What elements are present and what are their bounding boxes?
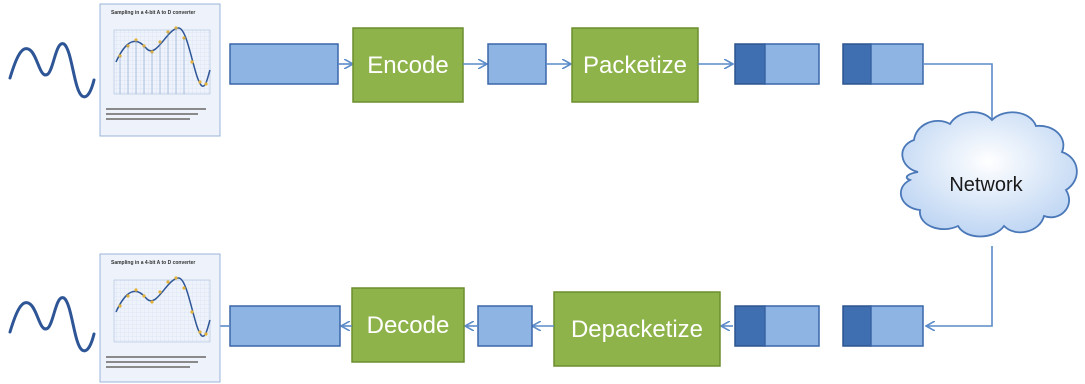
output-waveform-icon xyxy=(8,296,96,353)
packet-bottom-2 xyxy=(842,305,924,347)
encode-stage: Encode xyxy=(352,27,464,103)
packetize-label: Packetize xyxy=(583,52,687,79)
encode-label: Encode xyxy=(367,52,448,79)
raw-buffer-top xyxy=(229,43,339,85)
packetize-stage: Packetize xyxy=(571,27,699,103)
decode-stage: Decode xyxy=(351,287,465,363)
thumbnail-title-bottom: Sampling in a 4-bit A to D converter xyxy=(111,260,195,266)
input-waveform-icon xyxy=(8,42,96,99)
encoded-buffer-bottom xyxy=(477,305,533,347)
depacketize-stage: Depacketize xyxy=(553,291,721,367)
encoded-buffer-top xyxy=(487,43,547,85)
raw-buffer-bottom xyxy=(229,305,341,347)
thumbnail-title-top: Sampling in a 4-bit A to D converter xyxy=(111,10,195,16)
network-cloud-icon: Network xyxy=(899,111,1078,238)
packet-bottom-1 xyxy=(734,305,820,347)
arrow-to-network xyxy=(923,63,992,130)
network-label: Network xyxy=(949,174,1023,196)
sampling-chart-thumbnail-top: Sampling in a 4-bit A to D converter xyxy=(99,3,221,137)
packet-top-1 xyxy=(734,43,820,85)
arrow-from-network xyxy=(927,246,993,326)
sampling-chart-thumbnail-bottom: Sampling in a 4-bit A to D converter xyxy=(99,253,221,383)
depacketize-label: Depacketize xyxy=(571,316,703,343)
packet-top-2 xyxy=(842,43,924,85)
decode-label: Decode xyxy=(367,312,450,339)
